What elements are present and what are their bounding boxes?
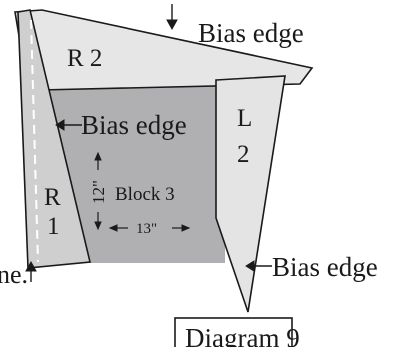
block-3-label: Block 3 (115, 184, 175, 205)
partial-left-label: ne. (0, 260, 28, 289)
l2-label-bottom: 2 (237, 141, 250, 168)
r1-label-top: R (44, 184, 61, 211)
r1-seam-line (30, 19, 39, 263)
bias-edge-right-label: Bias edge (272, 252, 378, 282)
r1-label-bottom: 1 (47, 213, 60, 240)
arrow-up-icon (25, 260, 37, 282)
caption-text: Diagram 9 (185, 323, 300, 347)
block-width-label: 13" (136, 221, 157, 237)
l2-piece (215, 75, 286, 313)
r2-label: R 2 (67, 45, 102, 72)
width-dimension-arrows (108, 224, 191, 232)
block-height-label: 12" (89, 180, 108, 204)
arrow-left-icon (55, 119, 82, 131)
height-dimension-arrows (94, 151, 102, 231)
bias-edge-left-label: Bias edge (81, 110, 187, 140)
arrow-left-icon (245, 260, 272, 272)
l2-label-top: L (237, 105, 252, 132)
arrow-down-icon (166, 4, 178, 31)
caption-box (174, 317, 293, 347)
bias-edge-top-label: Bias edge (198, 18, 304, 48)
